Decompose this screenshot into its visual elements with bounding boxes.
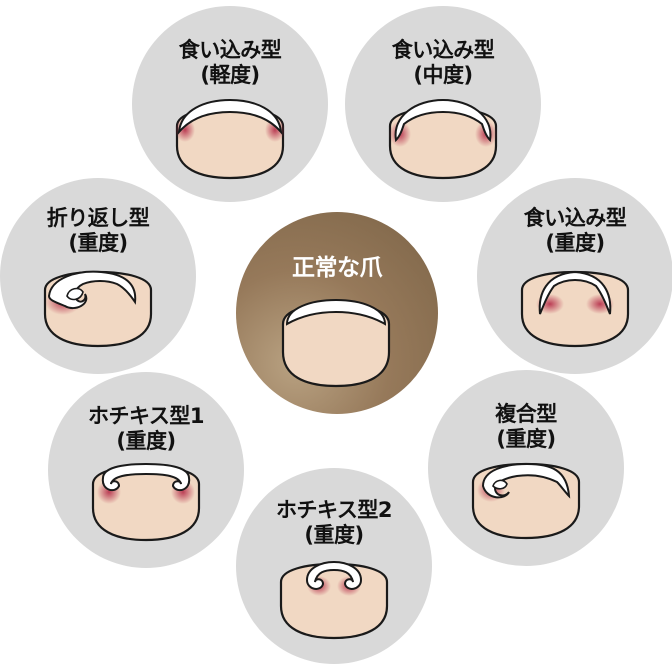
ingrown-mild-label: 食い込み型 (軽度) bbox=[132, 38, 328, 88]
node-stapler2-severe: ホチキス型2 (重度) bbox=[236, 468, 432, 664]
combined-severe-line1: 複合型 bbox=[495, 402, 557, 426]
ingrown-severe-label: 食い込み型 (重度) bbox=[477, 206, 672, 256]
folded-severe-label: 折り返し型 (重度) bbox=[0, 206, 196, 256]
node-normal-nail: 正常な爪 bbox=[236, 212, 438, 414]
combined-severe-label: 複合型 (重度) bbox=[428, 402, 624, 452]
ingrown-mild-line2: (軽度) bbox=[200, 63, 260, 87]
ingrown-moderate-line2: (中度) bbox=[413, 63, 473, 87]
folded-severe-line1: 折り返し型 bbox=[46, 206, 150, 230]
normal-nail-title: 正常な爪 bbox=[292, 255, 383, 281]
node-folded-severe: 折り返し型 (重度) bbox=[0, 178, 196, 374]
ingrown-severe-illustration bbox=[520, 270, 630, 348]
ingrown-mild-line1: 食い込み型 bbox=[178, 38, 282, 62]
ingrown-moderate-line1: 食い込み型 bbox=[391, 38, 495, 62]
normal-nail-label: 正常な爪 bbox=[236, 256, 438, 281]
normal-nail-illustration bbox=[281, 298, 391, 388]
node-stapler1-severe: ホチキス型1 (重度) bbox=[48, 372, 244, 568]
node-ingrown-moderate: 食い込み型 (中度) bbox=[345, 6, 541, 202]
stapler2-severe-illustration bbox=[279, 560, 389, 640]
stapler1-severe-line1: ホチキス型1 bbox=[88, 404, 204, 428]
stapler1-severe-label: ホチキス型1 (重度) bbox=[48, 404, 244, 454]
ingrown-moderate-label: 食い込み型 (中度) bbox=[345, 38, 541, 88]
combined-severe-line2: (重度) bbox=[496, 427, 556, 451]
ingrown-severe-line2: (重度) bbox=[545, 231, 605, 255]
stapler1-severe-illustration bbox=[91, 462, 201, 542]
node-ingrown-mild: 食い込み型 (軽度) bbox=[132, 6, 328, 202]
stapler2-severe-label: ホチキス型2 (重度) bbox=[236, 498, 432, 548]
ingrown-moderate-illustration bbox=[388, 98, 498, 180]
ingrown-severe-line1: 食い込み型 bbox=[523, 206, 627, 230]
folded-severe-illustration bbox=[43, 270, 153, 348]
folded-severe-line2: (重度) bbox=[68, 231, 128, 255]
ingrown-mild-illustration bbox=[175, 98, 285, 180]
node-combined-severe: 複合型 (重度) bbox=[428, 370, 624, 566]
stapler2-severe-line1: ホチキス型2 bbox=[276, 498, 392, 522]
combined-severe-illustration bbox=[471, 462, 581, 540]
node-ingrown-severe: 食い込み型 (重度) bbox=[477, 178, 672, 374]
stapler2-severe-line2: (重度) bbox=[304, 523, 364, 547]
stapler1-severe-line2: (重度) bbox=[116, 429, 176, 453]
